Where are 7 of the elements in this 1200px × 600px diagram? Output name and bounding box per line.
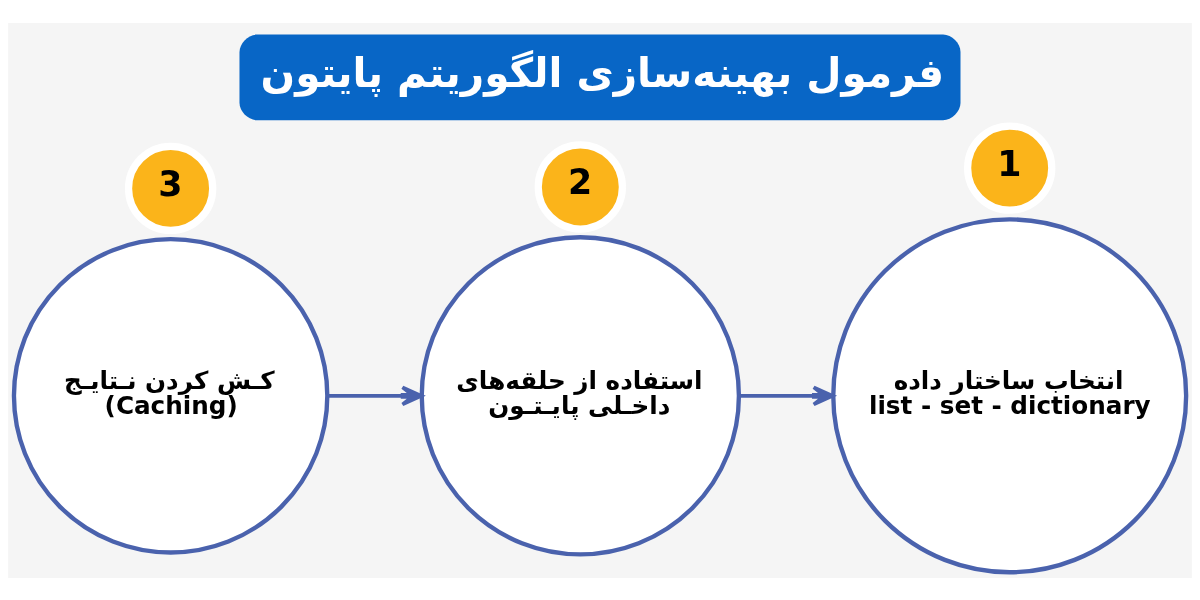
arrow [739, 385, 835, 406]
arrow [327, 385, 424, 406]
node-circle: 1 [964, 121, 1056, 214]
node-circle: 2 [534, 140, 626, 233]
diagram-title: فرمول بهینه‌سازی الگوریتم پایتون [260, 48, 944, 97]
node-circle: استفاده از حلقه‌های داخـلی پایـتـون [419, 234, 742, 557]
node-circle: 3 [124, 142, 217, 234]
